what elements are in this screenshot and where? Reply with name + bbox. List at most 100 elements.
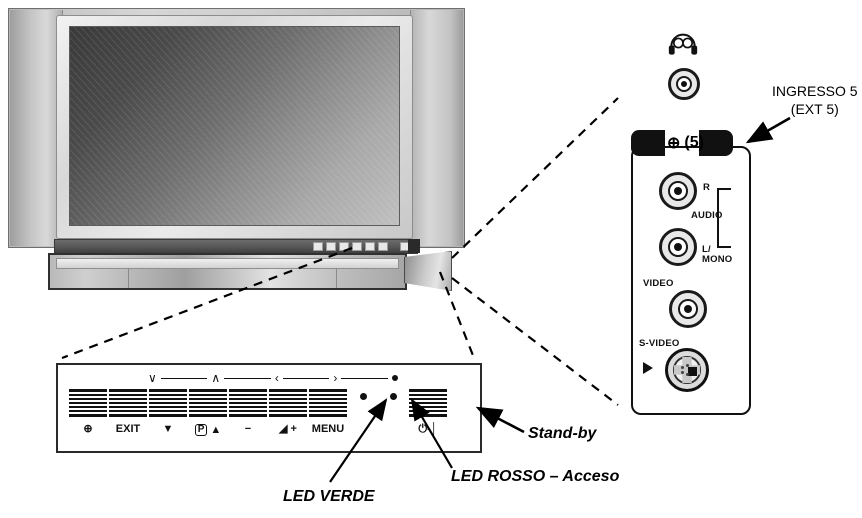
tv-speaker-right <box>410 10 463 246</box>
audio-group-label: AUDIO <box>691 210 723 221</box>
button-grill <box>309 389 347 417</box>
led-rosso-callout: LED ROSSO – Acceso <box>451 468 620 485</box>
jack-pin <box>673 242 683 252</box>
tv-strip-button <box>339 242 349 251</box>
panel-input-header: ⊕ (5) <box>667 132 727 154</box>
svideo-key-slot <box>687 367 697 377</box>
menu-button-label: MENU <box>311 423 345 435</box>
tv-screen <box>69 26 400 226</box>
power-button[interactable]: ⏻-│ <box>408 389 448 435</box>
front-control-panel: ∨ ∧ ‹ › ⊕ EXIT ▼ P ▲ − <box>56 363 482 453</box>
jack-mid-ring <box>678 299 698 319</box>
audio-l-mono-jack[interactable] <box>659 228 697 266</box>
button-grill <box>269 389 307 417</box>
led-verde-callout: LED VERDE <box>283 488 375 505</box>
svideo-pointer-icon <box>643 362 653 374</box>
svideo-pin <box>681 366 685 370</box>
television-illustration <box>8 8 476 293</box>
jack-pin <box>673 186 683 196</box>
green-led-dot-icon <box>359 393 367 400</box>
video-label: VIDEO <box>643 278 674 289</box>
tv-base-lip <box>56 258 399 269</box>
program-up-button[interactable]: P ▲ <box>188 389 228 436</box>
svideo-inner <box>673 356 701 384</box>
ingresso-line-1: INGRESSO 5 <box>772 83 858 99</box>
triangle-down-icon: ▼ <box>162 423 174 435</box>
svideo-label: S-VIDEO <box>639 338 680 349</box>
audio-r-label: R <box>703 182 711 193</box>
exit-button-label: EXIT <box>115 423 141 435</box>
volume-label-group: ◢ + <box>279 424 297 435</box>
ingresso-callout: INGRESSO 5 (EXT 5) <box>772 83 858 118</box>
side-connector-panel: ⊕ (5) R AUDIO L/ MONO VIDEO S-VIDEO <box>625 33 753 415</box>
audio-l-label: L/ <box>702 244 711 255</box>
program-label-group: P ▲ <box>194 423 222 436</box>
jack-outer-ring <box>659 228 697 266</box>
green-led <box>348 389 378 400</box>
jack-pin <box>683 304 693 314</box>
tv-strip-button <box>365 242 375 251</box>
button-grill <box>189 389 227 417</box>
source-button[interactable]: ⊕ <box>68 389 108 435</box>
headphones-icon <box>666 28 700 58</box>
volume-down-button[interactable]: − <box>228 389 268 435</box>
tv-base-divider-right <box>336 268 337 288</box>
tv-strip-button <box>352 242 362 251</box>
minus-icon: − <box>244 423 252 435</box>
tv-strip-button <box>313 242 323 251</box>
jack-outer-ring <box>659 172 697 210</box>
tv-bezel <box>56 15 413 239</box>
navigation-indicator-row: ∨ ∧ ‹ › <box>148 371 399 385</box>
nav-up-icon: ∧ <box>211 371 221 385</box>
jack-pin <box>680 80 688 88</box>
button-grill <box>149 389 187 417</box>
audio-bracket <box>717 188 731 248</box>
tv-button-strip <box>313 242 410 251</box>
tv-strip-button <box>378 242 388 251</box>
nav-dash <box>160 377 208 379</box>
audio-mono-label: MONO <box>702 254 733 265</box>
program-down-button[interactable]: ▼ <box>148 389 188 435</box>
button-grill <box>409 389 447 417</box>
volume-up-button[interactable]: ◢ + <box>268 389 308 435</box>
ingresso-line-2: (EXT 5) <box>790 100 839 117</box>
standby-callout: Stand-by <box>528 425 597 442</box>
jack-mid-ring <box>668 181 688 201</box>
button-grill <box>229 389 267 417</box>
button-grill <box>109 389 147 417</box>
nav-select-dot-icon <box>392 375 399 381</box>
jack-outer-ring <box>668 68 700 100</box>
input-number-label: (5) <box>684 134 704 151</box>
program-boxed-icon: P <box>194 424 208 436</box>
nav-dash <box>282 377 330 379</box>
input-marker-icon: ⊕ <box>667 135 681 152</box>
jack-mid-ring <box>675 75 693 93</box>
panel-tab-left <box>631 130 665 156</box>
red-led <box>378 389 408 400</box>
jack-outer-ring <box>669 290 707 328</box>
svideo-jack[interactable] <box>665 348 709 392</box>
exit-button[interactable]: EXIT <box>108 389 148 435</box>
tv-strip-end-cap <box>408 239 420 253</box>
panel-tab-right <box>699 130 733 156</box>
headphone-jack[interactable] <box>668 68 700 100</box>
plus-icon: + <box>290 423 297 435</box>
tv-base-divider-left <box>128 268 129 288</box>
front-panel-button-row: ⊕ EXIT ▼ P ▲ − ◢ + <box>68 389 470 436</box>
volume-wedge-icon: ◢ <box>279 423 288 435</box>
video-jack[interactable] <box>669 290 707 328</box>
nav-right-icon: › <box>333 371 338 385</box>
red-led-dot-icon <box>389 393 397 400</box>
tv-speaker-left <box>10 10 63 246</box>
menu-button[interactable]: MENU <box>308 389 348 435</box>
audio-r-jack[interactable] <box>659 172 697 210</box>
nav-down-icon: ∨ <box>148 371 157 385</box>
tv-strip-button <box>326 242 336 251</box>
svideo-pin <box>685 372 689 376</box>
tv-side-door-flap <box>404 251 452 291</box>
svideo-pin <box>685 364 689 368</box>
nav-dash <box>224 377 271 379</box>
triangle-up-icon: ▲ <box>210 423 222 436</box>
svideo-pin <box>681 370 685 374</box>
source-icon: ⊕ <box>83 423 93 435</box>
